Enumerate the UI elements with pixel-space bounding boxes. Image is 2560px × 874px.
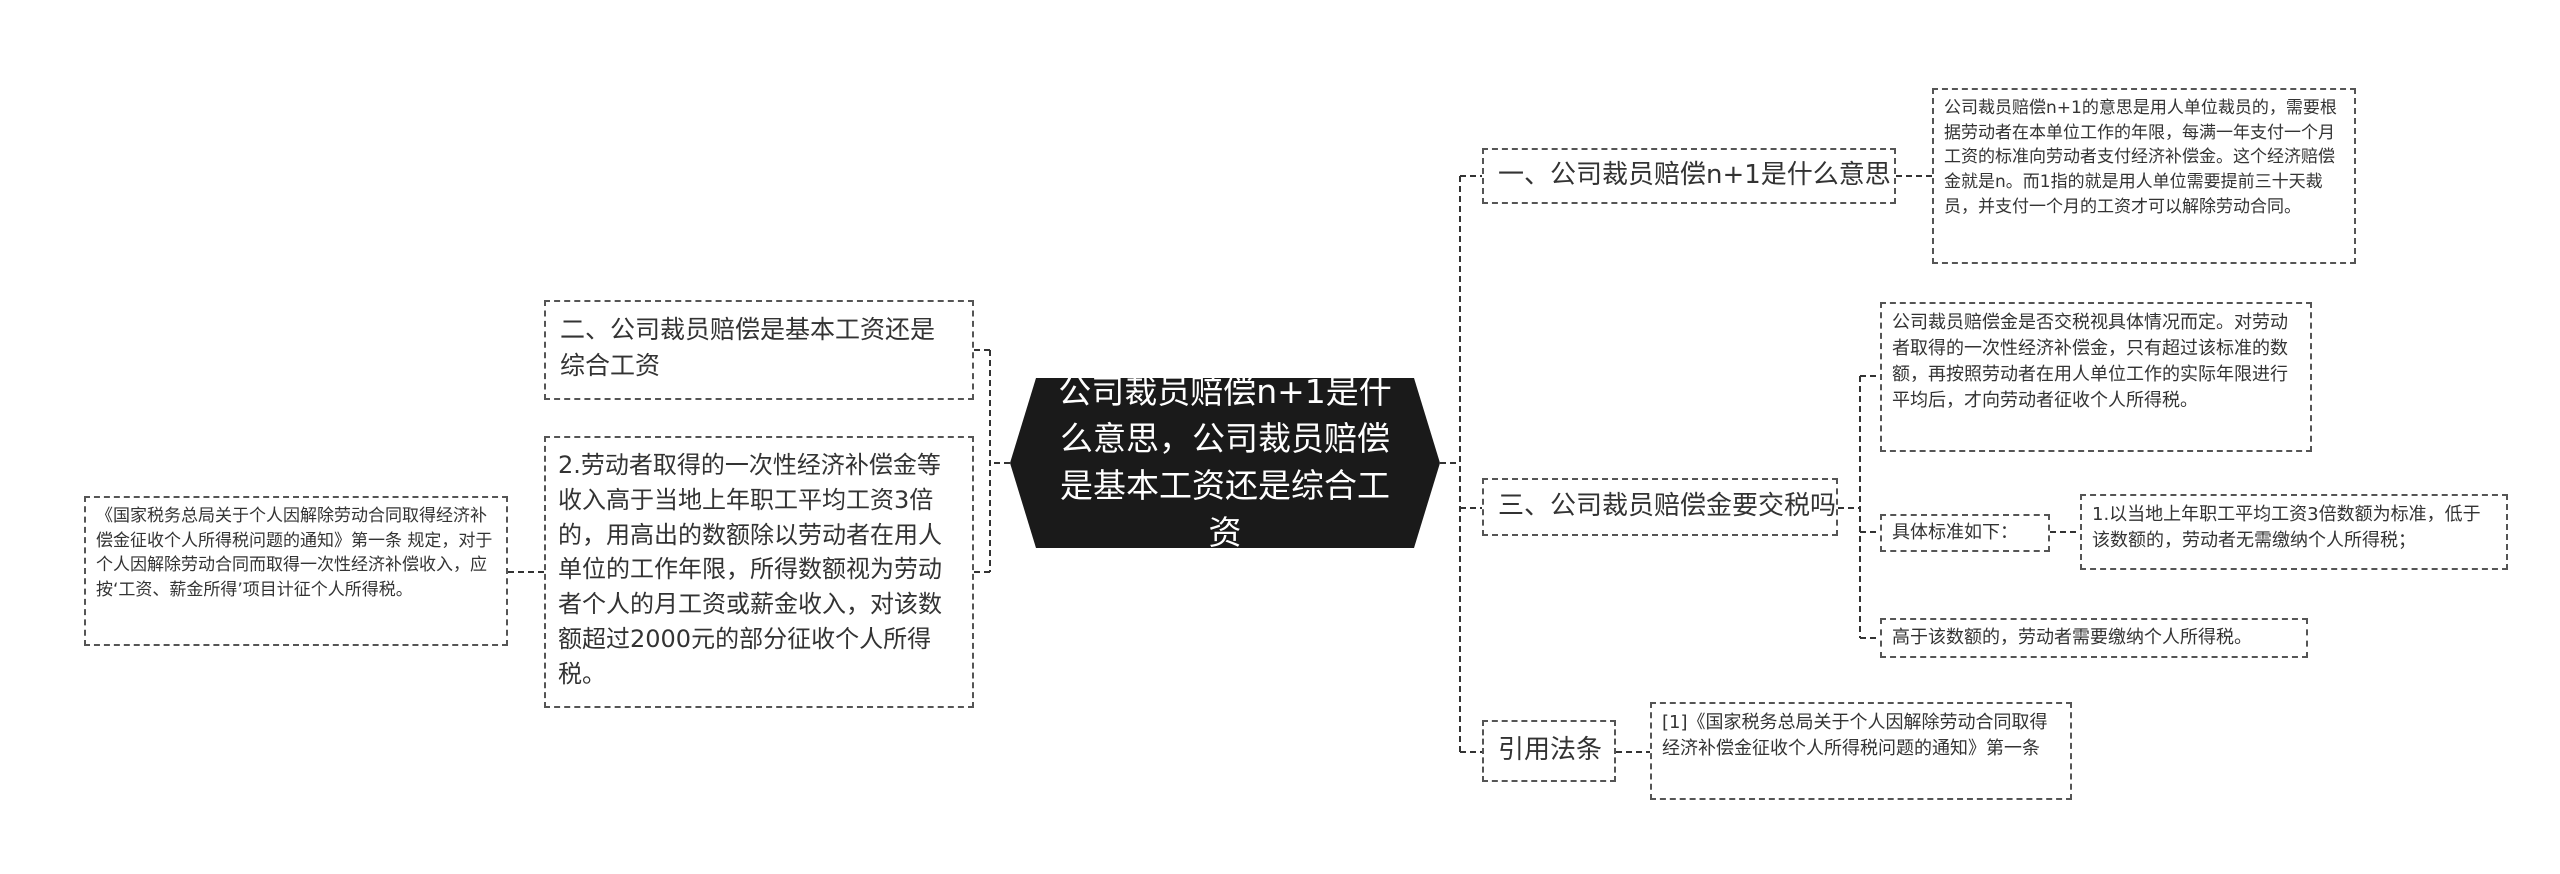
standard-item-1-node[interactable]: 1.以当地上年职工平均工资3倍数额为标准，低于该数额的，劳动者无需缴纳个人所得税… (2080, 494, 2508, 570)
standard-item-1-text: 1.以当地上年职工平均工资3倍数额为标准，低于该数额的，劳动者无需缴纳个人所得税… (2092, 504, 2481, 552)
standard-label-text: 具体标准如下： (1892, 521, 2018, 543)
branch-2-source-node[interactable]: 《国家税务总局关于个人因解除劳动合同取得经济补偿金征收个人所得税问题的通知》第一… (84, 496, 508, 646)
branch-2-detail-text: 2.劳动者取得的一次性经济补偿金等收入高于当地上年职工平均工资3倍的，用高出的数… (558, 451, 942, 688)
branch-3-detail-node[interactable]: 公司裁员赔偿金是否交税视具体情况而定。对劳动者取得的一次性经济补偿金，只有超过该… (1880, 302, 2312, 452)
branch-2-node[interactable]: 二、公司裁员赔偿是基本工资还是综合工资 (544, 300, 974, 400)
central-topic-node[interactable]: 公司裁员赔偿n+1是什么意思，公司裁员赔偿是基本工资还是综合工资 (1010, 378, 1440, 548)
ref-1-node[interactable]: [1]《国家税务总局关于个人因解除劳动合同取得经济补偿金征收个人所得税问题的通知… (1650, 702, 2072, 800)
branch-3-title: 三、公司裁员赔偿金要交税吗 (1498, 491, 1837, 522)
branch-2-title: 二、公司裁员赔偿是基本工资还是综合工资 (560, 315, 936, 381)
branch-1-detail-text: 公司裁员赔偿n+1的意思是用人单位裁员的，需要根据劳动者在本单位工作的年限，每满… (1944, 98, 2337, 217)
standard-item-2-text: 高于该数额的，劳动者需要缴纳个人所得税。 (1892, 626, 2252, 648)
branch-3-detail-text: 公司裁员赔偿金是否交税视具体情况而定。对劳动者取得的一次性经济补偿金，只有超过该… (1892, 312, 2288, 412)
branch-3-node[interactable]: 三、公司裁员赔偿金要交税吗 (1482, 478, 1838, 536)
branch-1-title: 一、公司裁员赔偿n+1是什么意思 (1498, 160, 1891, 191)
standard-label-node[interactable]: 具体标准如下： (1880, 514, 2050, 552)
branch-refs-node[interactable]: 引用法条 (1482, 720, 1616, 782)
branch-1-node[interactable]: 一、公司裁员赔偿n+1是什么意思 (1482, 148, 1896, 204)
branch-1-detail-node[interactable]: 公司裁员赔偿n+1的意思是用人单位裁员的，需要根据劳动者在本单位工作的年限，每满… (1932, 88, 2356, 264)
central-topic-text: 公司裁员赔偿n+1是什么意思，公司裁员赔偿是基本工资还是综合工资 (1058, 372, 1392, 552)
branch-refs-title: 引用法条 (1498, 735, 1603, 766)
ref-1-text: [1]《国家税务总局关于个人因解除劳动合同取得经济补偿金征收个人所得税问题的通知… (1662, 712, 2048, 760)
branch-2-source-text: 《国家税务总局关于个人因解除劳动合同取得经济补偿金征收个人所得税问题的通知》第一… (96, 506, 493, 600)
branch-2-detail-node[interactable]: 2.劳动者取得的一次性经济补偿金等收入高于当地上年职工平均工资3倍的，用高出的数… (544, 436, 974, 708)
standard-item-2-node[interactable]: 高于该数额的，劳动者需要缴纳个人所得税。 (1880, 618, 2308, 658)
